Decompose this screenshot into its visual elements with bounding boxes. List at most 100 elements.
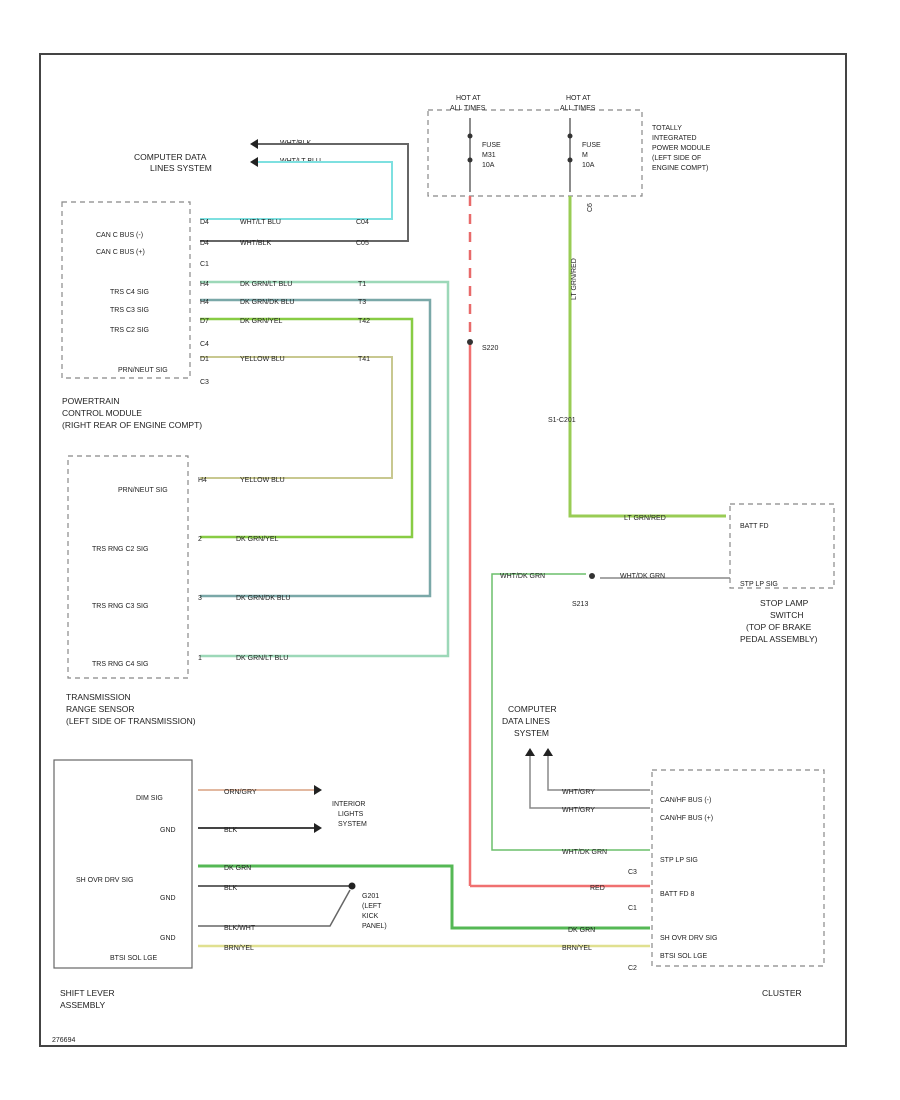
pcm-box: CAN C BUS (-) CAN C BUS (+) TRS C4 SIG T…: [61, 201, 209, 386]
fuse-right-3: 10A: [582, 162, 595, 169]
svg-text:SYSTEM: SYSTEM: [514, 728, 549, 738]
pcm-pin-trs-c4: TRS C4 SIG: [110, 289, 149, 296]
fuse-right-2: M: [582, 152, 588, 159]
svg-text:RED: RED: [590, 885, 605, 892]
stop-switch-label: STOP LAMP SWITCH (TOP OF BRAKE PEDAL ASS…: [740, 598, 818, 644]
svg-text:SYSTEM: SYSTEM: [338, 821, 367, 828]
svg-text:DK GRN/DK BLU: DK GRN/DK BLU: [240, 299, 294, 306]
svg-text:STP LP SIG: STP LP SIG: [740, 581, 778, 588]
gateway-label: COMPUTER DATA LINES SYSTEM: [502, 704, 557, 756]
trs-pin-prn: PRN/NEUT SIG: [118, 487, 168, 494]
wire-c2: DK GRN/YEL D7 T42 DK GRN/YEL 2: [198, 317, 414, 543]
svg-text:T3: T3: [358, 299, 366, 306]
wire-c3: DK GRN/DK BLU H4 T3 DK GRN/DK BLU 3: [198, 298, 432, 602]
svg-text:BLK: BLK: [224, 885, 238, 892]
fuse-conn-label: C6: [587, 203, 594, 212]
shift-lever-label: SHIFT LEVER ASSEMBLY: [60, 988, 115, 1010]
fuse-left-1: FUSE: [482, 142, 501, 149]
tipm-label: TOTALLY INTEGRATED POWER MODULE (LEFT SI…: [652, 125, 711, 172]
svg-text:INTERIOR: INTERIOR: [332, 801, 365, 808]
svg-text:BRN/YEL: BRN/YEL: [224, 945, 254, 952]
svg-text:WHT/GRY: WHT/GRY: [562, 807, 595, 814]
svg-text:SHIFT LEVER: SHIFT LEVER: [60, 988, 115, 998]
pcm-pin-can-pos: CAN C BUS (+): [96, 249, 145, 256]
svg-text:ORN/GRY: ORN/GRY: [224, 789, 257, 796]
pcm-conn-c3: C3: [200, 379, 209, 386]
hot-left-1: HOT AT: [456, 95, 481, 102]
trs-pin-c3: TRS RNG C3 SIG: [92, 603, 148, 610]
svg-text:DK GRN/YEL: DK GRN/YEL: [240, 318, 283, 325]
svg-text:POWERTRAIN: POWERTRAIN: [62, 396, 119, 406]
svg-text:(RIGHT REAR OF ENGINE COMPT): (RIGHT REAR OF ENGINE COMPT): [62, 420, 202, 430]
pcm-pin-prn: PRN/NEUT SIG: [118, 367, 168, 374]
fuse-right-1: FUSE: [582, 142, 601, 149]
svg-text:TRANSMISSION: TRANSMISSION: [66, 692, 131, 702]
trs-pin-c2: TRS RNG C2 SIG: [92, 546, 148, 553]
svg-text:DATA LINES: DATA LINES: [502, 716, 550, 726]
wire-can1: WHT/LT BLU D4 C04: [200, 161, 393, 226]
svg-text:DK GRN/YEL: DK GRN/YEL: [236, 536, 279, 543]
svg-text:BTSI SOL LGE: BTSI SOL LGE: [110, 955, 158, 962]
svg-text:1: 1: [198, 655, 202, 662]
svg-text:POWER MODULE: POWER MODULE: [652, 145, 711, 152]
svg-text:DK GRN/LT BLU: DK GRN/LT BLU: [236, 655, 288, 662]
wire-blk1: BLK: [198, 823, 322, 834]
trs-box: PRN/NEUT SIG TRS RNG C2 SIG TRS RNG C3 S…: [67, 455, 189, 679]
wire-ltgrn: LT GRN/RED S1-C201 LT GRN/RED: [548, 196, 726, 522]
diagram-frame: [39, 53, 847, 1047]
splice-s213: S213: [572, 601, 588, 608]
pcm-pin-trs-c2: TRS C2 SIG: [110, 327, 149, 334]
ground-g201: G201: [362, 893, 379, 900]
svg-text:ENGINE COMPT): ENGINE COMPT): [652, 165, 708, 172]
svg-text:COMPUTER: COMPUTER: [508, 704, 557, 714]
svg-text:TOTALLY: TOTALLY: [652, 125, 682, 132]
svg-text:GND: GND: [160, 895, 176, 902]
pcm-pin-trs-c3: TRS C3 SIG: [110, 307, 149, 314]
svg-text:DK GRN: DK GRN: [568, 927, 595, 934]
svg-text:CAN/HF BUS (-): CAN/HF BUS (-): [660, 797, 711, 804]
svg-text:PEDAL ASSEMBLY): PEDAL ASSEMBLY): [740, 634, 818, 644]
hot-left-2: ALL TIMES: [450, 105, 486, 112]
svg-text:COMPUTER DATA: COMPUTER DATA: [134, 152, 207, 162]
svg-text:H4: H4: [198, 477, 207, 484]
wire-can2: WHT/BLK D4 C05: [200, 143, 409, 247]
svg-text:(LEFT SIDE OF: (LEFT SIDE OF: [652, 155, 701, 162]
wire-brnyel: BRN/YEL BRN/YEL: [198, 944, 650, 952]
svg-text:DK GRN/LT BLU: DK GRN/LT BLU: [240, 281, 292, 288]
svg-text:D4: D4: [200, 240, 209, 247]
cluster-box: CAN/HF BUS (-) CAN/HF BUS (+) STP LP SIG…: [628, 769, 825, 972]
wire-red: S220 RED: [467, 196, 650, 892]
svg-text:3: 3: [198, 595, 202, 602]
svg-text:H4: H4: [200, 299, 209, 306]
svg-text:WHT/BLK: WHT/BLK: [240, 240, 271, 247]
svg-text:BLK/WHT: BLK/WHT: [224, 925, 256, 932]
footer-code: 276694: [52, 1037, 75, 1044]
wire-cluster-can: WHT/GRY WHT/GRY: [529, 756, 650, 814]
tipm-box: HOT AT ALL TIMES HOT AT ALL TIMES FUSE M…: [427, 95, 643, 212]
wire-gnd: BLK BLK/WHT G201 (LEFT KICK PANEL): [198, 882, 387, 932]
svg-text:C2: C2: [628, 965, 637, 972]
cluster-label: CLUSTER: [762, 988, 802, 998]
svg-text:GND: GND: [160, 827, 176, 834]
fuse-left-3: 10A: [482, 162, 495, 169]
svg-text:WHT/LT BLU: WHT/LT BLU: [240, 219, 281, 226]
svg-text:(LEFT SIDE OF TRANSMISSION): (LEFT SIDE OF TRANSMISSION): [66, 716, 196, 726]
svg-text:C3: C3: [628, 869, 637, 876]
svg-text:SH OVR DRV SIG: SH OVR DRV SIG: [76, 877, 133, 884]
svg-text:DK GRN/DK BLU: DK GRN/DK BLU: [236, 595, 290, 602]
fuse-left-2: M31: [482, 152, 496, 159]
svg-text:DIM SIG: DIM SIG: [136, 795, 163, 802]
svg-text:YELLOW BLU: YELLOW BLU: [240, 356, 285, 363]
svg-text:LIGHTS: LIGHTS: [338, 811, 364, 818]
svg-text:H4: H4: [200, 281, 209, 288]
svg-text:BRN/YEL: BRN/YEL: [562, 945, 592, 952]
svg-text:LINES SYSTEM: LINES SYSTEM: [150, 163, 212, 173]
svg-text:D7: D7: [200, 318, 209, 325]
hot-right-2: ALL TIMES: [560, 105, 596, 112]
svg-text:DK GRN: DK GRN: [224, 865, 251, 872]
svg-text:BATT FD: BATT FD: [740, 523, 769, 530]
pcm-pin-can-neg: CAN C BUS (-): [96, 232, 143, 239]
pcm-conn-c4: C4: [200, 341, 209, 348]
svg-text:PANEL): PANEL): [362, 923, 387, 930]
